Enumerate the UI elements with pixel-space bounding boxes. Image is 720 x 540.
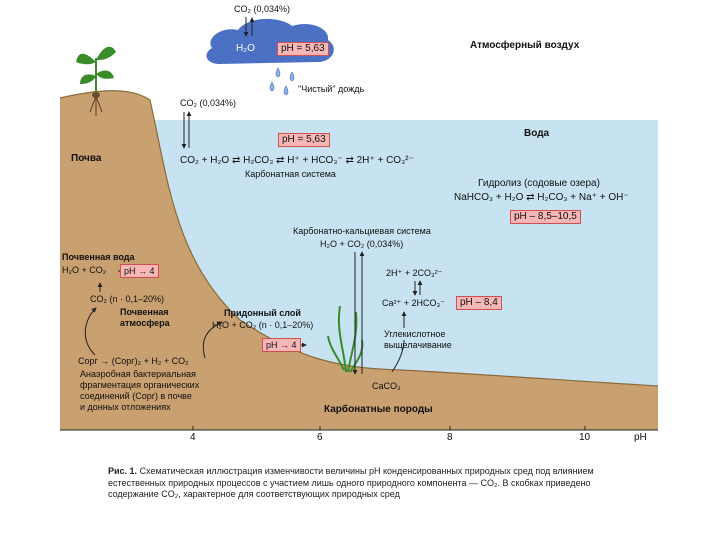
ph-soda-badge: pH – 8,5–10,5 — [510, 210, 581, 224]
carbonate-system-label: Карбонатная система — [245, 169, 336, 179]
anaerobic-text-2: фрагментация органических — [80, 380, 200, 390]
soil-water-label: Почвенная вода — [62, 252, 135, 262]
soil-water-equation: H₂O + CO₂ — [62, 265, 107, 275]
ph-bottom-badge: pH → 4 — [262, 338, 301, 352]
ph-ca-badge: pH – 8,4 — [456, 296, 502, 310]
ph-water-badge: pH = 5,63 — [278, 133, 330, 147]
anaerobic-text-3: соединений (Cорг) в почве — [80, 391, 192, 401]
tick-label: 8 — [447, 432, 453, 443]
ca-system-equation: H₂O + CO₂ (0,034%) — [320, 239, 404, 249]
tick-label: 10 — [579, 432, 591, 443]
soil-co2-label: CO₂ (n · 0,1–20%) — [90, 294, 165, 304]
figure-caption: Рис. 1. Схематическая иллюстрация изменч… — [108, 466, 608, 501]
co2-surface-label: CO₂ (0,034%) — [180, 98, 237, 108]
axis-unit: pH — [634, 432, 647, 443]
carbonate-equation: CO₂ + H₂O ⇄ H₂CO₃ ⇄ H⁺ + HCO₃⁻ ⇄ 2H⁺ + C… — [180, 155, 414, 166]
tick-label: 4 — [190, 432, 196, 443]
soil-label: Почва — [71, 153, 102, 164]
caption-prefix: Рис. 1. — [108, 466, 138, 476]
co2-atm-label: CO₂ (0,034%) — [234, 4, 291, 14]
ca-eq-2: Ca²⁺ + 2HCO₃⁻ — [382, 298, 445, 308]
caco3-label: CaCO₃ — [372, 381, 401, 391]
hydrolysis-equation: NaHCO₃ + H₂O ⇄ H₂CO₃ + Na⁺ + OH⁻ — [454, 192, 629, 203]
anaerobic-text-1: Анаэробная бактериальная — [80, 369, 196, 379]
anaerobic-text-4: и донных отложениях — [80, 402, 171, 412]
ph-soil-water-badge: pH → 4 — [120, 264, 159, 278]
caption-text: Схематическая иллюстрация изменчивости в… — [108, 466, 594, 499]
atmosphere-label: Атмосферный воздух — [470, 40, 580, 51]
soil-area — [60, 90, 658, 430]
water-label: Вода — [524, 128, 550, 139]
tick-label: 6 — [317, 432, 323, 443]
anaerobic-equation: Cорг → (Cорг)₂ + H₂ + CO₂ — [78, 356, 189, 366]
ph-cloud-badge: pH = 5,63 — [277, 42, 329, 56]
leaching-label-2: выщелачивание — [384, 340, 452, 350]
hydrolysis-label: Гидролиз (содовые озера) — [478, 178, 600, 189]
plant-icon — [76, 46, 116, 116]
carbonate-rocks-label: Карбонатные породы — [324, 404, 433, 415]
bottom-layer-label: Придонный слой — [224, 308, 301, 318]
leaching-label-1: Углекислотное — [384, 329, 446, 339]
bottom-layer-equation: H₂O + CO₂ (n · 0,1–20%) — [212, 320, 314, 330]
soil-atmosphere-label-2: атмосфера — [120, 318, 170, 328]
rain-drop-icon — [269, 67, 295, 96]
clean-rain-label: "Чистый" дождь — [298, 84, 365, 94]
soil-atmosphere-label-1: Почвенная — [120, 307, 169, 317]
h2o-cloud-label: H₂O — [236, 43, 255, 54]
ca-system-label: Карбонатно-кальциевая система — [293, 226, 431, 236]
ca-eq-1: 2H⁺ + 2CO₃²⁻ — [386, 268, 443, 278]
